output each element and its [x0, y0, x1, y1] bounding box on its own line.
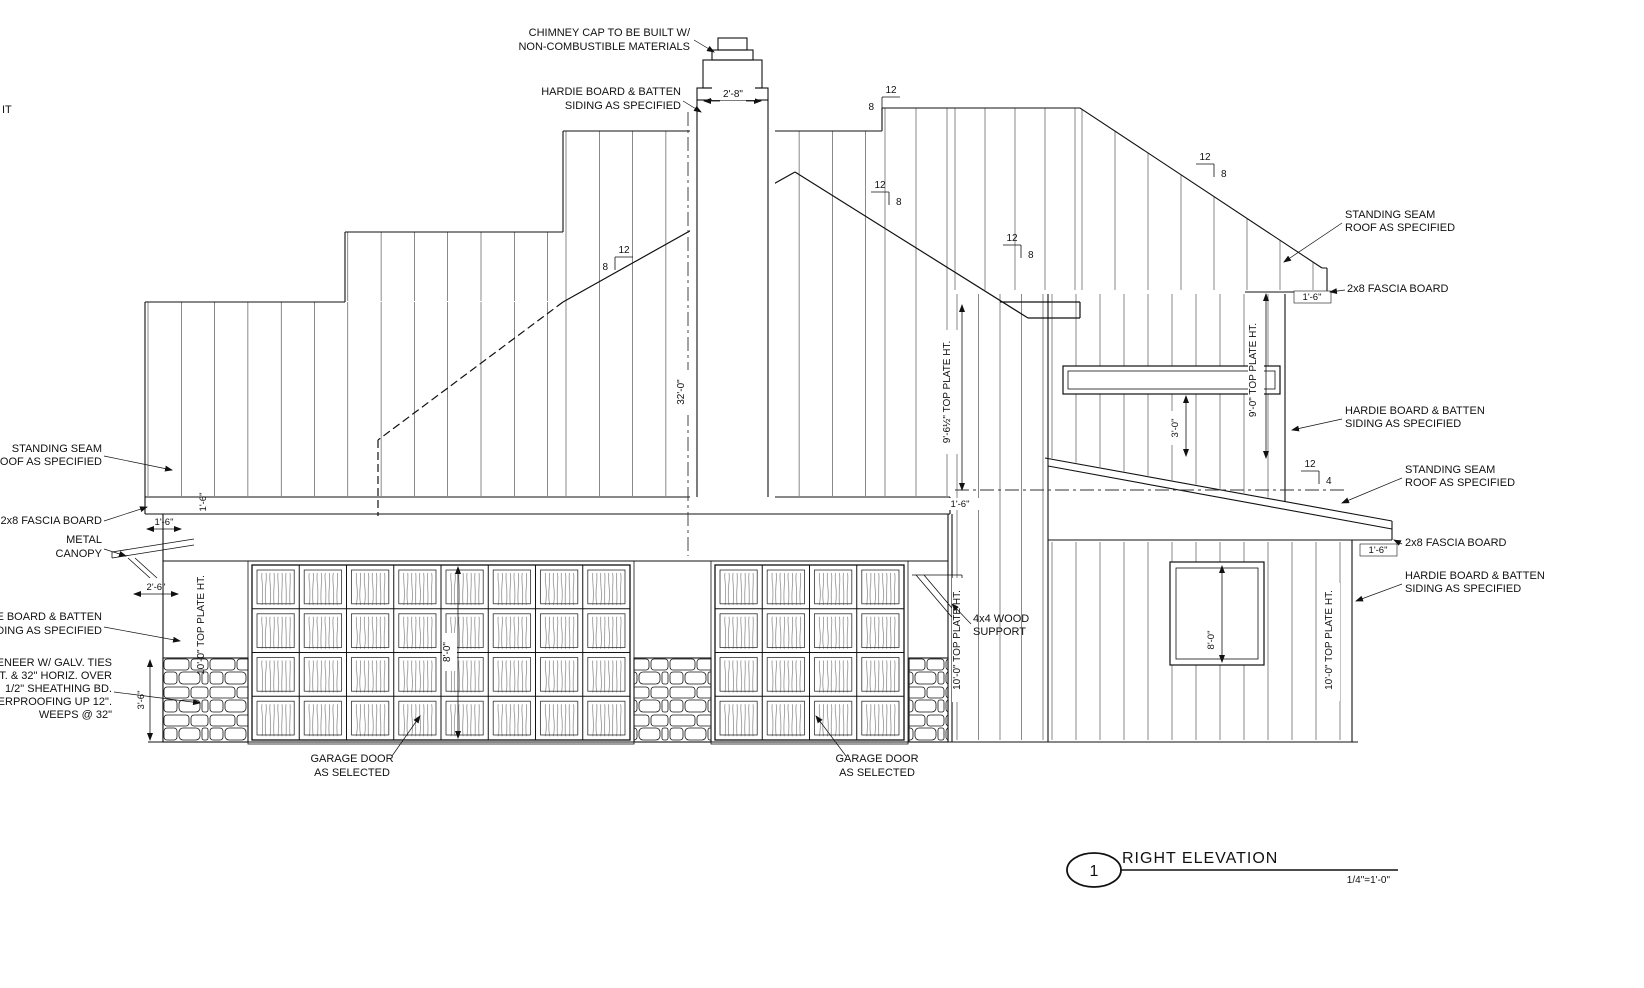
- standing-seam-right-lower-note-line1: STANDING SEAM: [1405, 464, 1495, 476]
- standing-seam-left-note-line1: STANDING SEAM: [12, 443, 102, 455]
- pitch-run: 12: [1006, 233, 1018, 244]
- hardie-right-upper-note-line1: HARDIE BOARD & BATTEN: [1345, 405, 1485, 417]
- wood-support-note-line1: 4x4 WOOD: [973, 613, 1029, 625]
- wood-support-note-line2: SUPPORT: [973, 626, 1026, 638]
- dim-right-eave-upper: 1'-6": [1303, 292, 1322, 303]
- title-block: 1 RIGHT ELEVATION 1/4"=1'-0": [1066, 850, 1398, 888]
- pitch-rise: 8: [896, 197, 902, 208]
- dim-garage-door-height: 8'-0": [442, 642, 453, 662]
- stone-veneer-piers: [162, 657, 949, 743]
- pitch-run: 12: [618, 245, 630, 256]
- hardie-left-note-line1: DIE BOARD & BATTEN: [0, 611, 102, 623]
- garage-doors: [247, 560, 909, 745]
- fascia-right-lower-note: 2x8 FASCIA BOARD: [1405, 537, 1507, 549]
- pitch-run: 12: [1199, 152, 1211, 163]
- dim-upper-window-offset: 3'-0": [1170, 419, 1181, 438]
- batten-seam-lines: [147, 108, 1341, 740]
- stone-veneer-note-line3: 1/2" SHEATHING BD.: [5, 683, 112, 695]
- pitch-marker: 12 8: [602, 245, 633, 273]
- sheet-number: 1: [1090, 863, 1099, 880]
- standing-seam-right-lower-note-line2: ROOF AS SPECIFIED: [1405, 477, 1515, 489]
- centerlines: [687, 112, 1348, 556]
- pitch-rise: 8: [1028, 250, 1034, 261]
- chimney-cap-note-line2: NON-COMBUSTIBLE MATERIALS: [518, 41, 690, 53]
- metal-canopy: [111, 538, 195, 579]
- drawing-title: RIGHT ELEVATION: [1122, 850, 1278, 867]
- dim-stone-height: 3'-6": [136, 691, 147, 710]
- edge-fragment-note: IT: [2, 104, 12, 116]
- leader-lines: [103, 39, 1403, 757]
- stone-veneer-note-line2: RT. & 32" HORIZ. OVER: [0, 670, 112, 682]
- right-window: [1169, 561, 1265, 666]
- metal-canopy-note-line2: CANOPY: [56, 548, 103, 560]
- dim-overall-height: 32'-0": [676, 379, 687, 405]
- pitch-marker: 12 8: [1196, 152, 1227, 180]
- garage-door-left-note-line2: AS SELECTED: [314, 767, 390, 779]
- dim-right-top-plate-lower: 10'-0" TOP PLATE HT.: [1324, 590, 1335, 690]
- dim-mid-top-plate-upper: 9'-6½" TOP PLATE HT.: [942, 341, 953, 444]
- garage-door-left-note-line1: GARAGE DOOR: [310, 753, 393, 765]
- pitch-rise: 8: [1221, 169, 1227, 180]
- dim-left-eave-h: 1'-6": [155, 517, 174, 528]
- pitch-rise: 8: [602, 262, 608, 273]
- pitch-run: 12: [885, 85, 897, 96]
- pitch-marker: 12 8: [868, 85, 900, 113]
- pitch-marker: 12 8: [871, 180, 902, 208]
- hardie-chimney-note-line2: SIDING AS SPECIFIED: [565, 100, 681, 112]
- garage-door-right-note-line1: GARAGE DOOR: [835, 753, 918, 765]
- hardie-right-lower-note-line1: HARDIE BOARD & BATTEN: [1405, 570, 1545, 582]
- pitch-marker: 12 8: [1003, 233, 1034, 261]
- drawing-scale: 1/4"=1'-0": [1347, 875, 1391, 886]
- pitch-rise: 4: [1326, 476, 1332, 487]
- windows: [1062, 365, 1281, 666]
- dim-right-eave-lower: 1'-6": [1369, 545, 1388, 556]
- dimensions: 2'-8" 32'-0" 1'-6" 1'-6" 2'-6" 3'-6" 10'…: [133, 87, 1398, 741]
- dim-canopy-depth: 2'-6": [147, 582, 166, 593]
- dim-mid-eave: 1'-6": [951, 499, 970, 510]
- chimney: [690, 36, 775, 498]
- hardie-right-upper-note-line2: SIDING AS SPECIFIED: [1345, 418, 1461, 430]
- dim-chimney-width: 2'-8": [723, 89, 743, 100]
- annotations: IT CHIMNEY CAP TO BE BUILT W/ NON-COMBUS…: [0, 27, 1545, 779]
- pitch-markers: 12 8 12 8 12 8 12 8 12 8 12 4: [602, 85, 1332, 487]
- pitch-run: 12: [874, 180, 886, 191]
- dim-right-top-plate-upper: 9'-0" TOP PLATE HT.: [1248, 323, 1259, 417]
- standing-seam-right-upper-note-line1: STANDING SEAM: [1345, 209, 1435, 221]
- pitch-run: 12: [1304, 459, 1316, 470]
- fascia-right-upper-note: 2x8 FASCIA BOARD: [1347, 283, 1449, 295]
- standing-seam-right-upper-note-line2: ROOF AS SPECIFIED: [1345, 222, 1455, 234]
- stone-veneer-note-line4: TERPROOFING UP 12".: [0, 696, 112, 708]
- chimney-cap-note-line1: CHIMNEY CAP TO BE BUILT W/: [529, 27, 691, 39]
- garage-door-right-note-line2: AS SELECTED: [839, 767, 915, 779]
- metal-canopy-note-line1: METAL: [66, 534, 102, 546]
- fascia-left-note: 2x8 FASCIA BOARD: [1, 515, 103, 527]
- hardie-chimney-note-line1: HARDIE BOARD & BATTEN: [541, 86, 681, 98]
- dim-window-height: 8'-0": [1206, 631, 1217, 650]
- standing-seam-left-note-line2: ROOF AS SPECIFIED: [0, 456, 102, 468]
- dim-mid-top-plate-lower: 10'-0" TOP PLATE HT.: [952, 590, 963, 690]
- dim-left-eave-v: 1'-6": [198, 493, 209, 512]
- stone-veneer-note-line5: WEEPS @ 32": [39, 709, 112, 721]
- dim-left-top-plate: 10'-0" TOP PLATE HT.: [196, 575, 207, 675]
- pitch-rise: 8: [868, 102, 874, 113]
- hardie-left-note-line2: SIDING AS SPECIFIED: [0, 625, 102, 637]
- pitch-marker: 12 4: [1301, 459, 1332, 487]
- hardie-right-lower-note-line2: SIDING AS SPECIFIED: [1405, 583, 1521, 595]
- stone-veneer-note-line1: VENEER W/ GALV. TIES: [0, 657, 112, 669]
